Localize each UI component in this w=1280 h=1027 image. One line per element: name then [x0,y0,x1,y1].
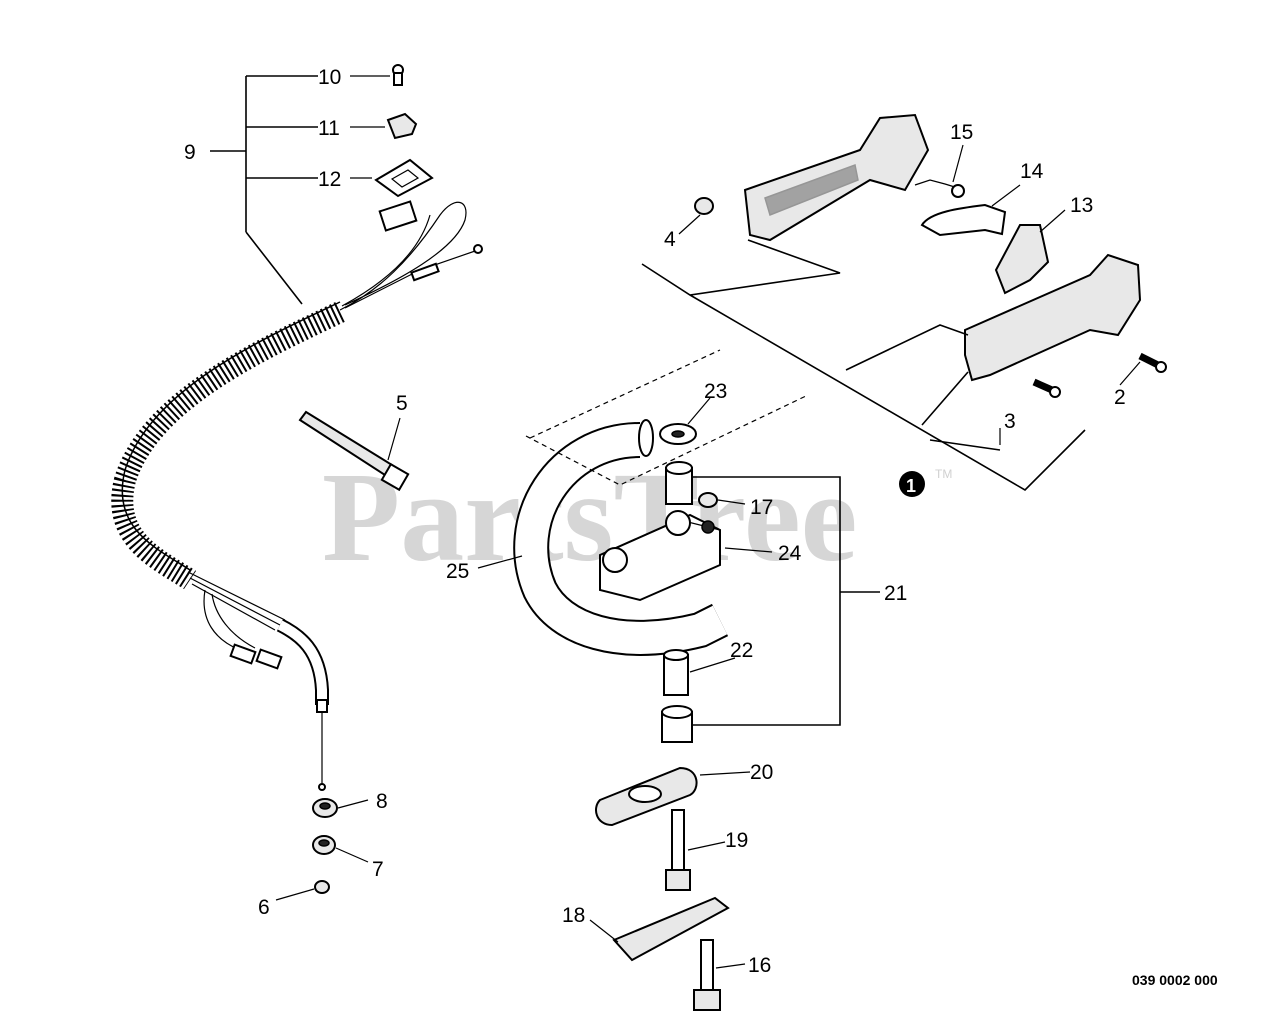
label-19[interactable]: 19 [725,829,748,852]
label-3[interactable]: 3 [1004,410,1016,433]
pad-12-icon [374,158,434,198]
label-8[interactable]: 8 [376,790,388,813]
wire-harness-group [111,64,483,894]
label-16[interactable]: 16 [748,954,771,977]
watermark-trademark: TM [935,467,952,481]
wire-bundle-lower [187,571,286,631]
bolt-16-icon [700,939,714,997]
callout-badge-1[interactable]: 1 [899,471,925,497]
label-12[interactable]: 12 [318,168,341,191]
bracket-9-lines [210,75,318,305]
label-17[interactable]: 17 [750,496,773,519]
label-22[interactable]: 22 [730,639,753,662]
spring-15-icon [914,179,959,189]
drawing-code: 039 0002 000 [1132,972,1218,988]
callout-badge-text: 1 [906,476,916,496]
wire-lead [344,249,479,309]
label-21[interactable]: 21 [884,582,907,605]
label-13[interactable]: 13 [1070,194,1093,217]
rear-handle-group [641,113,1167,492]
assembly-lines [641,239,1086,492]
leader-lines [275,75,1141,969]
spade-terminal-icon [229,643,257,665]
handle-group [513,349,880,1011]
lockout-13-icon [994,224,1050,295]
label-2[interactable]: 2 [1114,386,1126,409]
label-9[interactable]: 9 [184,141,196,164]
clip-11-icon [386,112,418,140]
label-10[interactable]: 10 [318,66,341,89]
label-23[interactable]: 23 [704,380,727,403]
screw-3-icon [1049,386,1061,398]
label-6[interactable]: 6 [258,896,270,919]
label-18[interactable]: 18 [562,904,585,927]
washer-6-icon [314,880,330,894]
bolt-19-icon [671,809,685,873]
plate-18-icon [612,896,730,962]
collar-17-icon [698,492,718,508]
handle-half-upper-icon [743,113,930,242]
label-25[interactable]: 25 [446,560,469,583]
screw-10-icon [392,64,404,86]
label-20[interactable]: 20 [750,761,773,784]
label-7[interactable]: 7 [372,858,384,881]
label-4[interactable]: 4 [664,228,676,251]
handle-half-lower-icon [964,253,1142,382]
wire-loop-1 [339,201,467,311]
throttle-trigger-14-icon [920,203,1007,237]
screw-2-icon [1155,361,1167,373]
label-11[interactable]: 11 [318,117,340,140]
callout-badge-circle [899,471,925,497]
label-14[interactable]: 14 [1020,160,1044,183]
label-24[interactable]: 24 [778,542,802,565]
label-15[interactable]: 15 [950,121,973,144]
label-5[interactable]: 5 [396,392,408,415]
corrugated-tube-icon [111,302,345,590]
connector-icon [378,200,418,232]
nut-4-icon [694,197,714,215]
bracket-24-icon [599,513,721,602]
part-labels: 10 11 12 9 5 8 7 6 4 23 17 24 25 21 22 2… [184,66,1126,977]
bracket-21-lines [692,476,841,726]
